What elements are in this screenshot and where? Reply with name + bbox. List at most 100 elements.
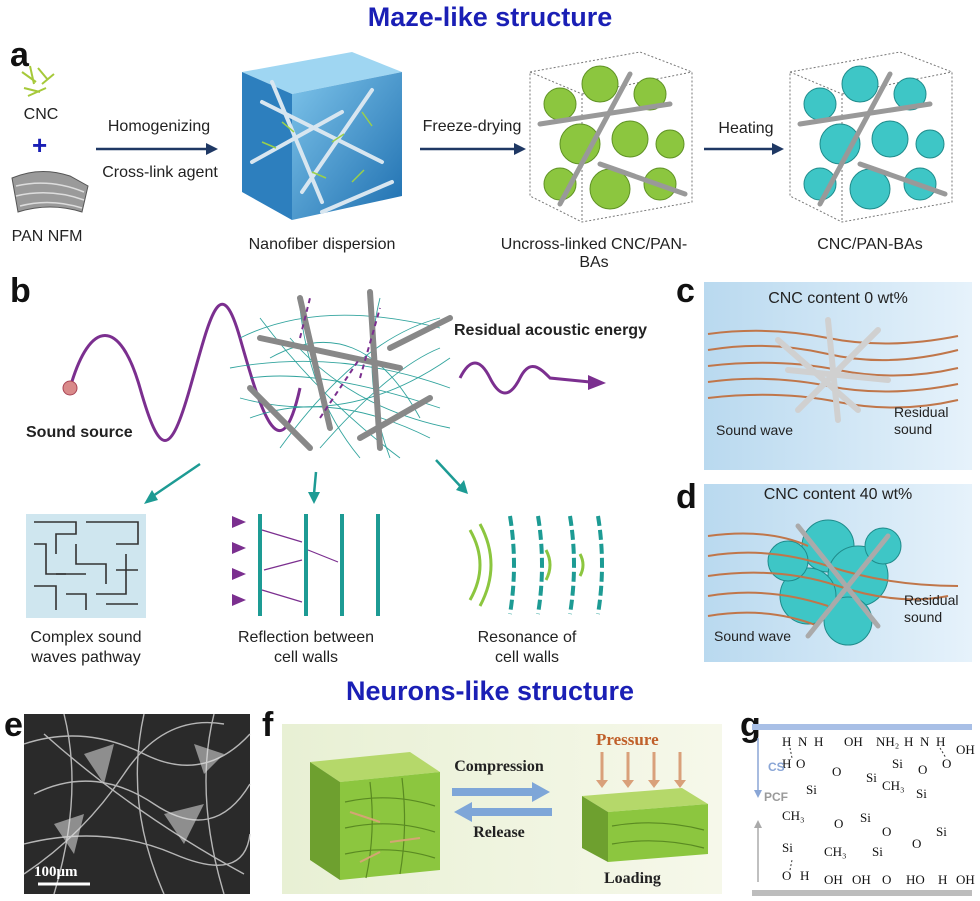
panel-d-residual-line2: sound: [904, 609, 943, 625]
svg-text:HO: HO: [906, 872, 925, 887]
panel-letter-c: c: [676, 272, 695, 310]
svg-text:NH₂: NH₂: [876, 734, 899, 749]
svg-text:O: O: [782, 868, 791, 883]
pan-nfm-label: PAN NFM: [11, 228, 83, 245]
mechanism-pathway-label: Complex sound waves pathway: [4, 628, 168, 668]
panel-letter-b: b: [10, 272, 31, 310]
foam-compressed-icon: [582, 752, 708, 862]
sem-image: [23, 713, 251, 895]
compression-label: Compression: [454, 758, 544, 775]
residual-energy-label: Residual acoustic energy: [454, 322, 647, 339]
svg-text:N: N: [920, 734, 930, 749]
pan-membrane-icon: [11, 171, 89, 213]
svg-text:OH: OH: [824, 872, 843, 887]
svg-text:OH: OH: [956, 872, 975, 887]
svg-text:CH₃: CH₃: [782, 808, 805, 823]
svg-text:O: O: [912, 836, 921, 851]
mechanism-reflection-line2: cell walls: [273, 649, 338, 666]
compression-release-arrows: [452, 782, 552, 822]
svg-text:O: O: [796, 756, 805, 771]
panel-d-residual-label: Residual sound: [904, 592, 958, 626]
mechanism-resonance-line1: Resonance of: [477, 629, 577, 646]
arrow-right-icon: [704, 143, 784, 155]
panel-c-fibres: [707, 317, 959, 423]
maze-title: Maze-like structure: [367, 2, 613, 32]
svg-text:OH: OH: [844, 734, 863, 749]
svg-text:H: H: [938, 872, 947, 887]
panel-d-wave-label: Sound wave: [714, 628, 792, 644]
svg-text:H: H: [782, 756, 791, 771]
cube-crosslinked-label: CNC/PAN-BAs: [817, 236, 923, 253]
step-freeze-drying-label: Freeze-drying: [422, 118, 522, 135]
svg-text:H: H: [800, 868, 809, 883]
sound-wave-diagram: [62, 289, 606, 504]
mechanism-pathway-line2: waves pathway: [31, 649, 141, 666]
cube-nanofiber-label: Nanofiber dispersion: [248, 236, 396, 253]
step-heating-label: Heating: [718, 120, 774, 137]
svg-text:OH: OH: [852, 872, 871, 887]
svg-text:N: N: [798, 734, 808, 749]
svg-text:OH: OH: [956, 742, 975, 757]
arrow-right-icon: [96, 143, 218, 155]
cnc-crystals-icon: [21, 65, 55, 97]
pcf-label: PCF: [764, 790, 788, 804]
panel-c-residual-line1: Residual: [894, 404, 949, 420]
nanofiber-dispersion-cube: [242, 52, 402, 220]
svg-text:O: O: [882, 824, 891, 839]
mechanism-reflection-label: Reflection between cell walls: [216, 628, 396, 668]
svg-text:Si: Si: [892, 756, 903, 771]
svg-text:H: H: [936, 734, 945, 749]
panel-d-fibres: [707, 519, 959, 646]
mechanism-pathway-line1: Complex sound: [30, 629, 142, 646]
neurons-title: Neurons-like structure: [345, 676, 635, 706]
panel-letter-g: g: [740, 706, 761, 744]
panel-d-residual-line1: Residual: [904, 592, 959, 608]
panel-c-wave-label: Sound wave: [716, 422, 794, 438]
uncrosslinked-cube: [529, 51, 693, 223]
foam-uncompressed-icon: [310, 752, 440, 880]
scale-bar-label: 100μm: [34, 864, 78, 880]
cube-uncrosslinked-label: Uncross-linked CNC/PAN-BAs: [500, 236, 688, 271]
arrow-right-icon: [420, 143, 526, 155]
svg-text:Si: Si: [936, 824, 947, 839]
reflection-walls-icon: [232, 514, 380, 616]
svg-text:O: O: [918, 762, 927, 777]
cs-label: CS: [768, 760, 785, 774]
pressure-label: Pressure: [596, 730, 659, 749]
loading-label: Loading: [604, 870, 661, 887]
resonance-walls-icon: [468, 515, 604, 615]
svg-text:CH₃: CH₃: [882, 778, 905, 793]
svg-text:Si: Si: [866, 770, 877, 785]
svg-text:O: O: [834, 816, 843, 831]
svg-text:H: H: [782, 734, 791, 749]
svg-text:H: H: [814, 734, 823, 749]
maze-pathway-icon: [26, 514, 146, 618]
step-homogenizing-label: Homogenizing: [107, 118, 211, 135]
svg-text:O: O: [832, 764, 841, 779]
cnc-label: CNC: [23, 106, 59, 123]
plus-sign: +: [32, 130, 48, 160]
svg-text:Si: Si: [872, 844, 883, 859]
svg-text:Si: Si: [860, 810, 871, 825]
panel-letter-d: d: [676, 478, 697, 516]
panel-c-residual-label: Residual sound: [894, 404, 948, 438]
mechanism-resonance-label: Resonance of cell walls: [452, 628, 602, 668]
panel-letter-f: f: [262, 706, 274, 744]
panel-letter-a: a: [10, 36, 29, 74]
release-label: Release: [473, 824, 525, 841]
panel-c-residual-line2: sound: [894, 421, 933, 437]
mechanism-resonance-line2: cell walls: [494, 649, 559, 666]
sound-source-label: Sound source: [26, 424, 133, 441]
mechanism-reflection-line1: Reflection between: [237, 629, 375, 646]
svg-text:O: O: [942, 756, 951, 771]
step-crosslink-label: Cross-link agent: [102, 164, 218, 181]
svg-text:Si: Si: [916, 786, 927, 801]
crosslinked-cube: [789, 51, 953, 223]
svg-text:CH₃: CH₃: [824, 844, 847, 859]
panel-c-title: CNC content 0 wt%: [768, 290, 908, 307]
svg-text:Si: Si: [806, 782, 817, 797]
panel-d-title: CNC content 40 wt%: [763, 486, 913, 503]
svg-text:H: H: [904, 734, 913, 749]
svg-text:Si: Si: [782, 840, 793, 855]
